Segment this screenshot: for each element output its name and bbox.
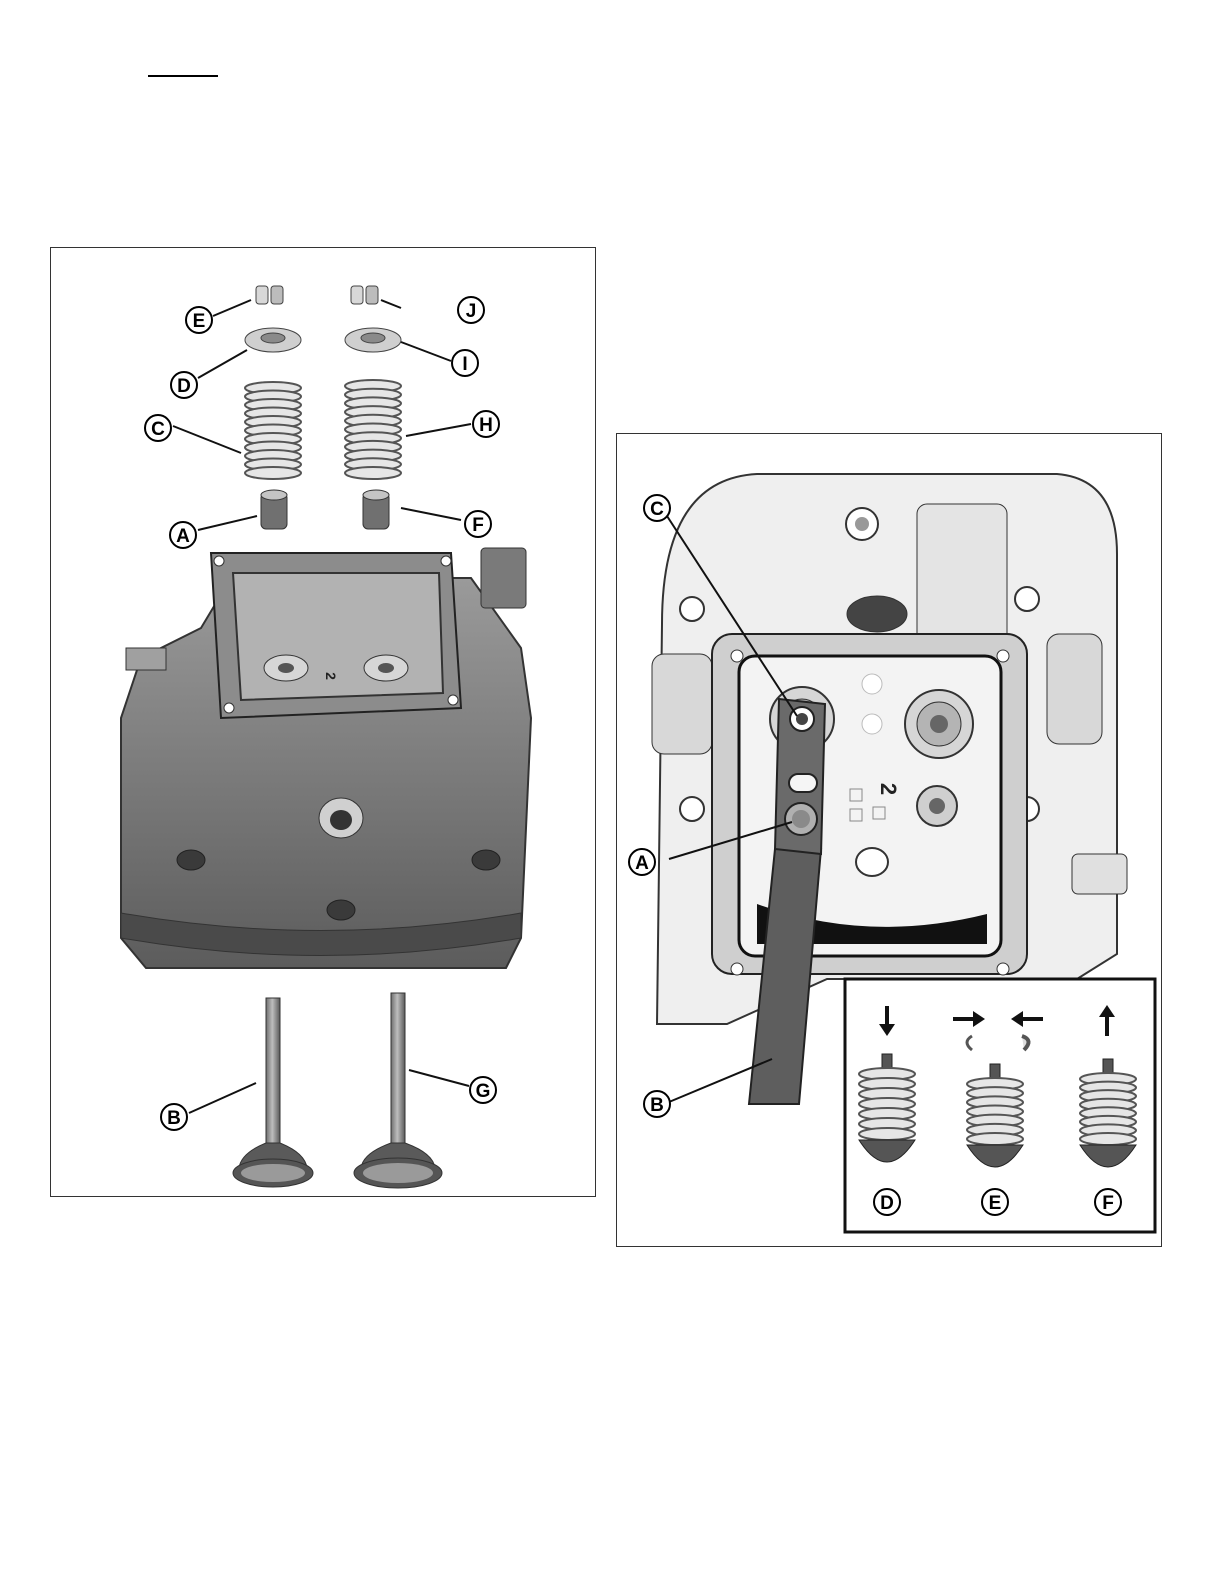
svg-text:A: A <box>635 853 649 874</box>
valve-spring-compressor-figure: 2 C A B <box>616 433 1162 1247</box>
valve-assembly-illustration: 2 E <box>51 248 597 1198</box>
keeper-left <box>256 286 283 304</box>
callout-A-right: A <box>629 849 655 875</box>
valve-spring-compressor-illustration: 2 C A B <box>617 434 1163 1248</box>
valve-assembly-exploded-figure: 2 E <box>50 247 596 1197</box>
spring-left <box>245 382 301 479</box>
valve-seal-left <box>261 490 287 529</box>
svg-text:B: B <box>167 1108 181 1129</box>
svg-text:C: C <box>650 499 664 520</box>
svg-text:B: B <box>650 1095 664 1116</box>
svg-text:E: E <box>989 1193 1002 1214</box>
svg-text:G: G <box>476 1081 491 1102</box>
callout-H: H <box>473 411 499 437</box>
callout-I: I <box>452 350 478 376</box>
svg-text:F: F <box>1102 1193 1114 1214</box>
callout-D-left: D <box>171 372 197 398</box>
spring-compressed-step-1 <box>859 1054 915 1162</box>
header-underline <box>148 75 218 77</box>
exhaust-valve <box>233 998 313 1187</box>
callout-C-right: C <box>644 495 670 521</box>
retainer-left <box>245 328 301 352</box>
callout-F-left: F <box>465 511 491 537</box>
cylinder-head <box>121 548 531 968</box>
spring-right <box>345 380 401 479</box>
spring-released-step-3 <box>1080 1059 1136 1167</box>
inset-label-F: F <box>1095 1189 1121 1215</box>
valve-seal-right <box>363 490 389 529</box>
svg-text:E: E <box>193 311 206 332</box>
svg-text:J: J <box>466 301 477 322</box>
callout-B-left: B <box>161 1104 187 1130</box>
spring-compressed-step-2 <box>967 1064 1023 1167</box>
cylinder-number-left: 2 <box>323 672 339 680</box>
keeper-right <box>351 286 378 304</box>
svg-text:C: C <box>151 419 165 440</box>
callout-E-left: E <box>186 307 212 333</box>
cylinder-number-right: 2 <box>876 783 901 795</box>
cylinder-head-top-view <box>652 474 1127 1024</box>
callout-C-left: C <box>145 415 171 441</box>
inset-label-D: D <box>874 1189 900 1215</box>
svg-text:H: H <box>479 415 493 436</box>
retainer-right <box>345 328 401 352</box>
svg-text:F: F <box>472 515 484 536</box>
svg-text:D: D <box>177 376 191 397</box>
svg-text:D: D <box>880 1193 894 1214</box>
callout-J: J <box>458 297 484 323</box>
intake-valve <box>354 993 442 1188</box>
callout-G: G <box>470 1077 496 1103</box>
callout-B-right: B <box>644 1091 670 1117</box>
svg-text:I: I <box>462 354 467 375</box>
callout-A-left: A <box>170 522 196 548</box>
inset-label-E: E <box>982 1189 1008 1215</box>
procedure-inset: D E F <box>845 979 1155 1232</box>
svg-text:A: A <box>176 526 190 547</box>
